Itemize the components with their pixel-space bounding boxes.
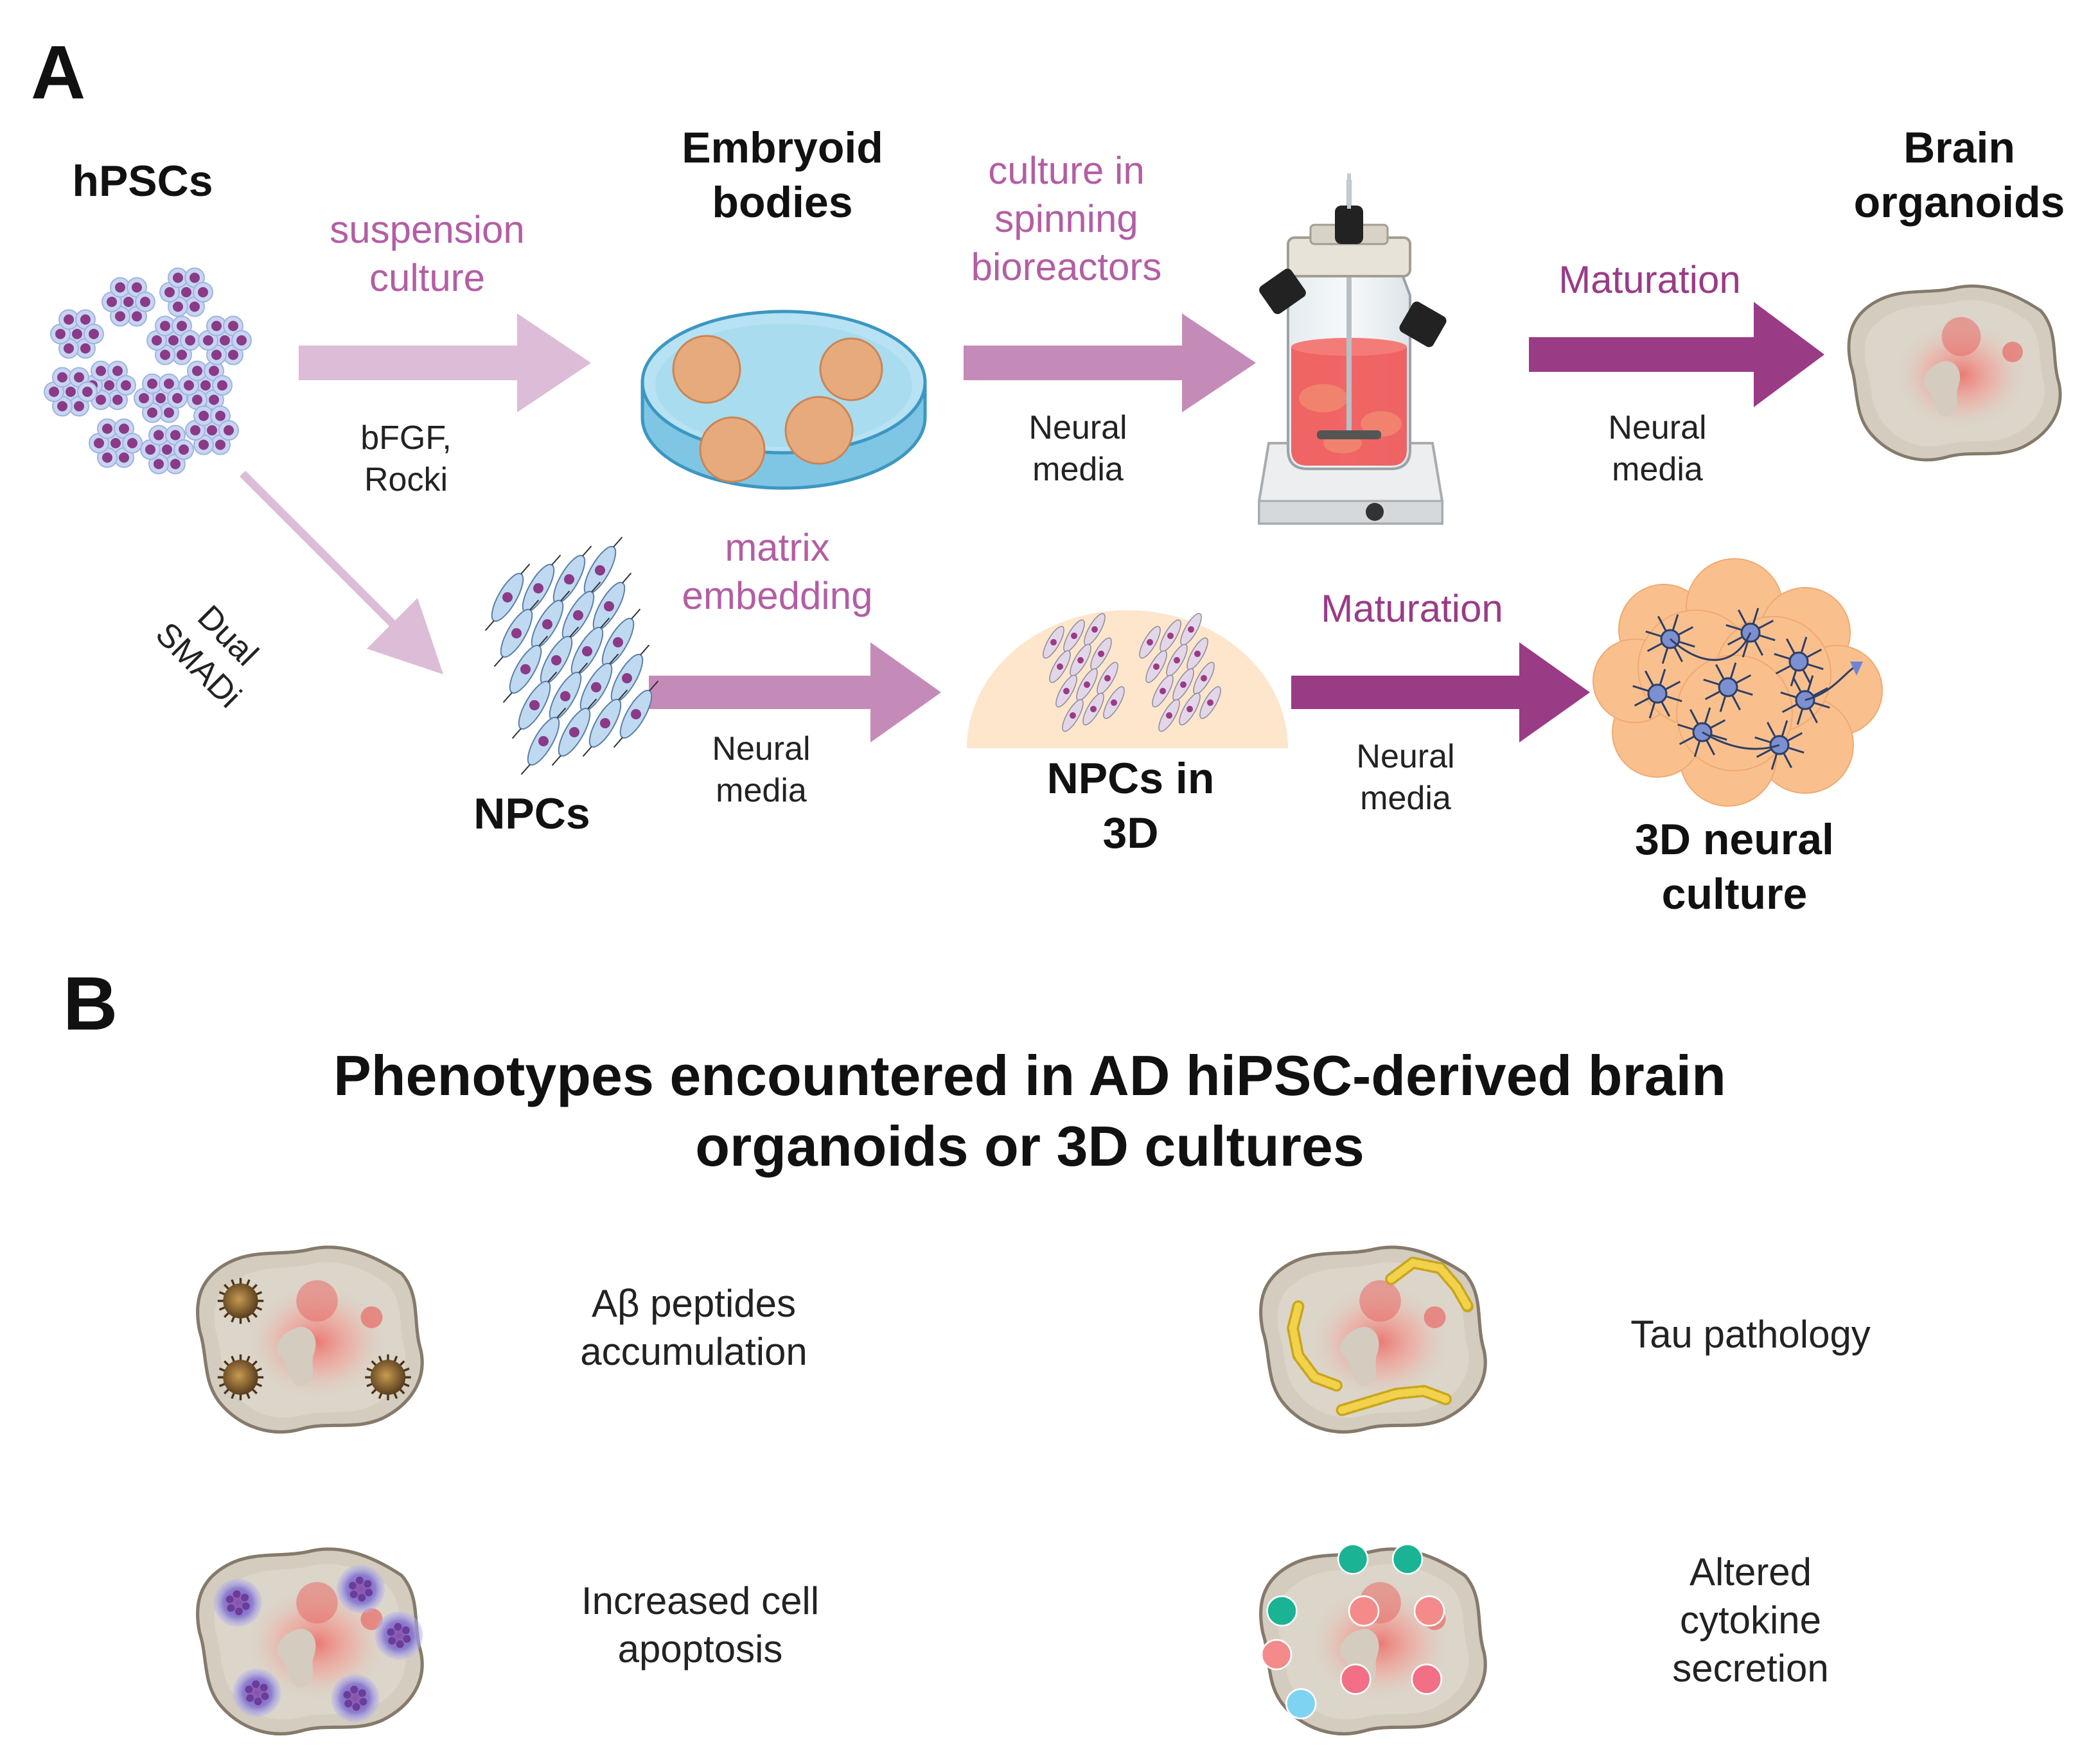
arrow-matrix — [649, 642, 941, 742]
spinning-bioreactor-icon — [1258, 173, 1447, 525]
npc-cluster-icon — [484, 536, 659, 775]
apoptotic-cell-icon — [198, 1549, 423, 1734]
arrow-maturation-top — [1529, 302, 1824, 407]
maturation-bottom-label: Maturation — [1321, 587, 1503, 630]
npcs-label: NPCs — [473, 789, 590, 838]
bfgf-rocki-label: bFGF,Rocki — [360, 419, 452, 498]
arrow-bioreactor — [964, 313, 1256, 412]
brain-organoid-icon — [1849, 286, 2060, 460]
neural-culture-icon — [1593, 558, 1883, 807]
amyloid-plaque-icon — [198, 1247, 423, 1432]
panel-label-b: B — [63, 961, 118, 1046]
hpsc-colony-icon — [44, 267, 252, 475]
arrow-dual-smadi — [222, 471, 443, 674]
petri-dish-icon — [640, 310, 927, 490]
arrow-maturation-bottom — [1291, 642, 1590, 742]
maturation-top-label: Maturation — [1558, 258, 1741, 301]
phenotype-tau-label: Tau pathology — [1630, 1313, 1871, 1356]
cytokine-icon — [1261, 1543, 1486, 1734]
arrow-suspension — [299, 313, 591, 412]
embryoid-bodies — [672, 335, 883, 483]
section-b-title: Phenotypes encountered in AD hiPSC-deriv… — [333, 1044, 1726, 1178]
hpscs-label: hPSCs — [72, 157, 213, 206]
tau-tangle-icon — [1261, 1247, 1486, 1432]
panel-label-a: A — [31, 30, 86, 115]
npc-matrix-dome-icon — [967, 610, 1288, 748]
